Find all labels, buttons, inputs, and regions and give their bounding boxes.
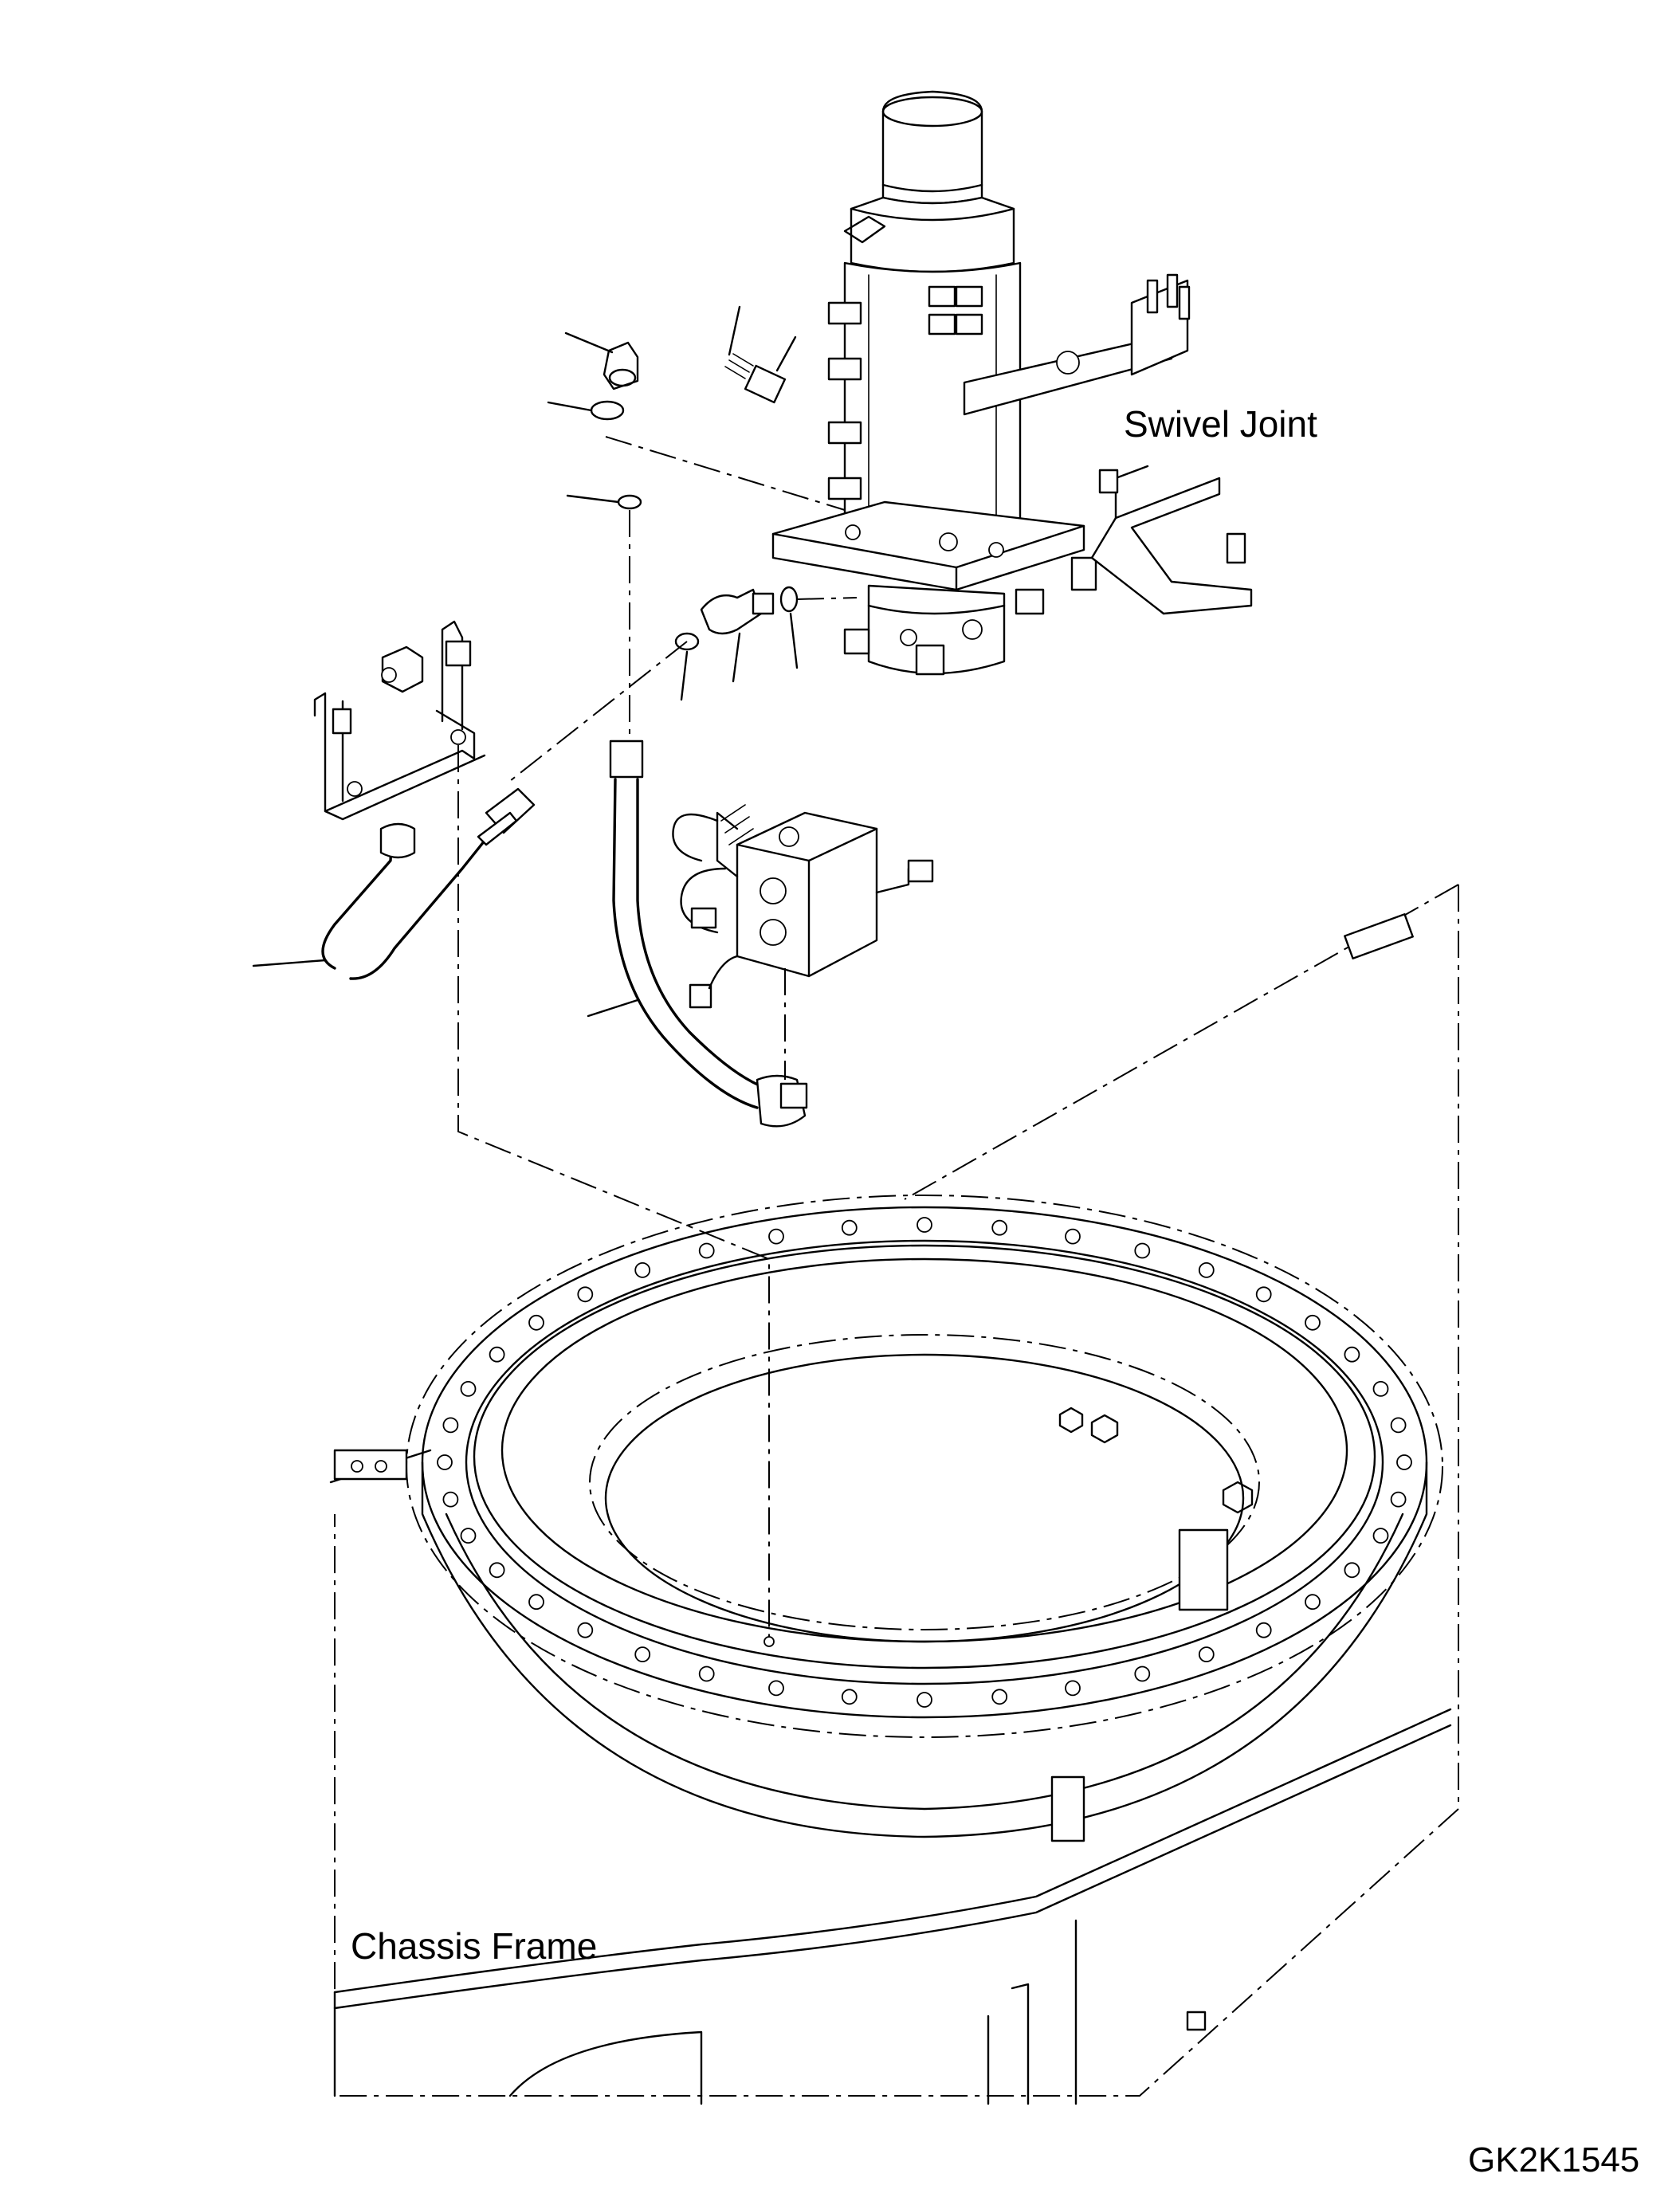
left-hose <box>321 787 536 980</box>
bolt-hole <box>634 1262 651 1278</box>
bolt-hole <box>634 1646 651 1663</box>
chassis-frame <box>329 884 1459 2105</box>
bolt-hole <box>1134 1242 1151 1259</box>
center-hose <box>609 740 808 1128</box>
bolt-hole <box>1305 1594 1321 1611</box>
bolt-hole <box>917 1217 932 1233</box>
bolt-hole <box>768 1228 784 1245</box>
bolt-hole <box>528 1594 544 1611</box>
bolt-hole <box>1255 1286 1272 1303</box>
bolt-hole <box>1390 1417 1407 1434</box>
bolt-hole <box>577 1622 594 1638</box>
bolt-hole <box>577 1286 594 1303</box>
bolt-hole <box>442 1491 459 1508</box>
bolt-hole <box>528 1314 544 1331</box>
bolt-hole <box>437 1454 453 1470</box>
bolt-hole <box>768 1680 784 1697</box>
bolt-hole <box>1255 1622 1272 1638</box>
bolt-hole <box>442 1417 459 1434</box>
bolt-hole <box>1372 1528 1389 1544</box>
bracket-tee <box>313 620 486 821</box>
swivel-joint-assembly <box>771 90 1253 676</box>
bolt-hole <box>841 1689 858 1705</box>
bolt-hole <box>1390 1491 1407 1508</box>
bolt-hole <box>1344 1562 1360 1579</box>
bolt-hole <box>698 1665 715 1682</box>
slewing-ring <box>406 1195 1443 1838</box>
bolt-hole <box>1344 1346 1360 1363</box>
bolt-hole <box>489 1562 505 1579</box>
bolt-hole <box>698 1242 715 1259</box>
valve-block <box>672 804 934 1009</box>
bolt-hole <box>1134 1665 1151 1682</box>
assembly-lines <box>457 436 858 1642</box>
drawing-code-label: GK2K1545 <box>1468 2140 1640 2179</box>
bolt-hole <box>991 1219 1008 1236</box>
bolt-hole <box>1396 1454 1412 1470</box>
bolt-hole <box>1305 1314 1321 1331</box>
bolt-hole <box>1198 1262 1215 1278</box>
bolt-hole <box>1065 1680 1081 1697</box>
bolt-hole <box>489 1346 505 1363</box>
bolt-hole <box>991 1689 1008 1705</box>
bolt-hole <box>1372 1381 1389 1397</box>
swivel-joint-label: Swivel Joint <box>1124 403 1317 445</box>
bolt-hole <box>460 1381 477 1397</box>
bolt-hole <box>917 1692 932 1708</box>
bolt-hole <box>1065 1228 1081 1245</box>
chassis-frame-label: Chassis Frame <box>351 1925 598 1967</box>
bolt-hole <box>460 1528 477 1544</box>
bolt-hole <box>841 1219 858 1236</box>
leader-lines <box>252 305 799 1018</box>
bolt-hole <box>1198 1646 1215 1663</box>
fitting-parts <box>590 341 799 651</box>
